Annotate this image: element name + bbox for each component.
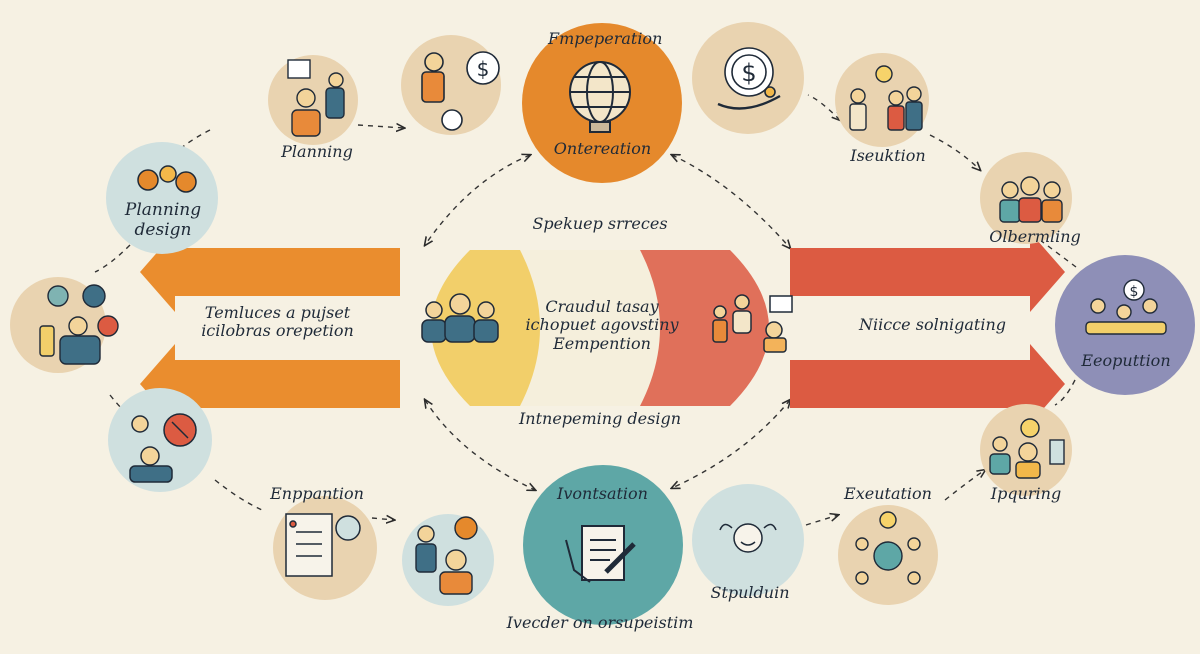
document-pen-icon bbox=[565, 525, 636, 583]
svg-text:$: $ bbox=[1130, 284, 1139, 300]
central-hub bbox=[421, 250, 793, 406]
workers-icon bbox=[287, 59, 345, 137]
label-right-arrow-text: Niicce solnigating bbox=[859, 315, 1006, 334]
label-seukion: Iseuktion bbox=[850, 146, 926, 165]
svg-text:$: $ bbox=[741, 59, 756, 87]
gears-icon bbox=[137, 165, 197, 193]
label-stpulduin: Stpulduin bbox=[710, 583, 790, 602]
label-center: Craudul tasay ichopuet agovstiny Eempent… bbox=[525, 297, 679, 353]
team-circle-icon bbox=[855, 511, 921, 585]
label-ontereation: Ontereation bbox=[553, 139, 652, 158]
no-idea-icon bbox=[129, 413, 197, 483]
smiley-hands-icon bbox=[719, 523, 777, 553]
planning-design-node bbox=[106, 142, 218, 254]
group-icon bbox=[999, 176, 1063, 223]
team-icon bbox=[421, 293, 499, 343]
label-enppantion: Enppantion bbox=[270, 484, 364, 503]
label-center-top: Spekuep srreces bbox=[532, 214, 668, 233]
globe-bulb-icon bbox=[569, 61, 631, 133]
svg-text:$: $ bbox=[477, 57, 490, 81]
label-execution: Exeutation bbox=[844, 484, 932, 503]
left-double-arrow bbox=[140, 232, 400, 424]
small-nodes: $ $ bbox=[10, 22, 1195, 606]
team-gear-icon bbox=[415, 516, 478, 595]
right-double-arrow bbox=[790, 232, 1065, 424]
team-idea-icon bbox=[849, 65, 923, 131]
dollar-coin-icon: $ bbox=[421, 51, 500, 131]
checklist-icon bbox=[285, 513, 361, 577]
label-left-arrow-text: Temluces a pujset icilobras orepetion bbox=[201, 303, 354, 341]
label-footer: Ivecder on orsupeistim bbox=[506, 613, 694, 632]
hand-dollar-icon: $ bbox=[717, 47, 781, 110]
label-ivontsation: Ivontsation bbox=[557, 484, 648, 503]
ivontsation-node bbox=[523, 465, 683, 625]
preparation-node bbox=[522, 23, 682, 183]
label-planning: Planning bbox=[281, 142, 353, 161]
label-ipquring: Ipquring bbox=[990, 484, 1062, 503]
label-preparation: Fmpeperation bbox=[548, 29, 663, 48]
idea-team-icon bbox=[989, 418, 1065, 479]
question-people-icon bbox=[39, 284, 119, 365]
meeting-icon: $ bbox=[1085, 279, 1167, 335]
label-center-bottom: Intnepeming design bbox=[518, 409, 682, 428]
label-eeoputition: Eeoputtion bbox=[1081, 351, 1171, 370]
label-planning-design: Planning design bbox=[124, 200, 202, 240]
presentation-icon bbox=[712, 294, 793, 353]
label-olbermling: Olbermling bbox=[989, 227, 1081, 246]
